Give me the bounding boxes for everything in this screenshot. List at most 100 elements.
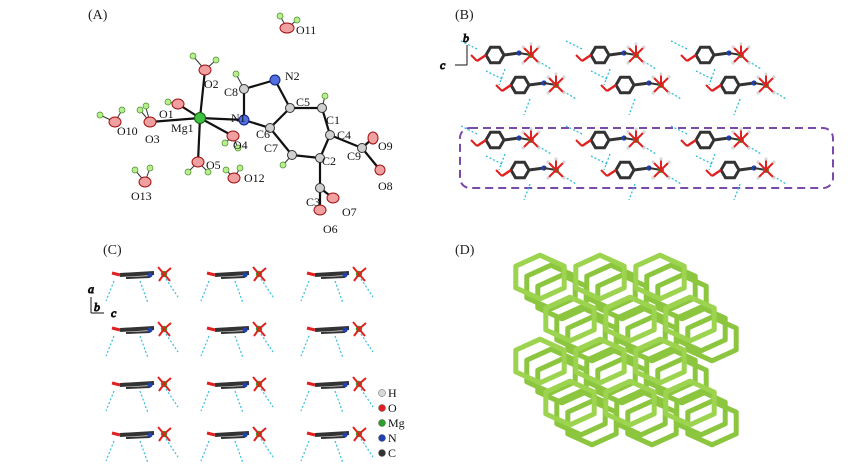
net-cell — [573, 252, 627, 302]
net-cell — [633, 336, 687, 386]
molecule-unit — [590, 70, 682, 116]
net-cell — [554, 388, 608, 438]
legend-label: Mg — [388, 416, 405, 430]
molecule-unit — [460, 125, 552, 171]
layer-unit — [105, 321, 179, 359]
atom-label-c7: C7 — [264, 141, 278, 155]
legend-label: N — [388, 431, 397, 445]
net-cell — [513, 252, 567, 302]
atom-label-o7: O7 — [342, 205, 357, 219]
molecule-unit — [565, 40, 657, 86]
net-cell — [524, 346, 578, 396]
legend-marker — [378, 419, 386, 427]
net-cell — [674, 304, 728, 354]
molecule-unit — [670, 125, 762, 171]
axis-c-label: c — [440, 58, 446, 72]
ortep-structure: O11 O2 C8 N2 C5 O1 N1 C1 O10 Mg1 C6 C4 O… — [96, 12, 393, 235]
topology-net — [513, 252, 739, 448]
atom-label-o13: O13 — [131, 189, 152, 203]
net-cell — [644, 346, 698, 396]
panel-a-label: (A) — [88, 8, 108, 23]
atom-label-o12: O12 — [244, 171, 265, 185]
atom-label-o1: O1 — [159, 107, 174, 121]
legend-marker — [378, 434, 386, 442]
atom-label-o4: O4 — [233, 138, 248, 152]
layer-unit — [200, 426, 274, 464]
net-cell — [663, 378, 717, 428]
atom-label-c8: C8 — [224, 85, 238, 99]
panel-d: (D) — [425, 235, 850, 469]
net-cell — [603, 378, 657, 428]
net-cell — [685, 314, 739, 364]
net-cell — [685, 398, 739, 448]
packing-view-b: b c — [440, 31, 834, 201]
layer-unit — [200, 321, 274, 359]
atom-label-c9: C9 — [347, 149, 361, 163]
net-cell — [584, 346, 638, 396]
net-cell — [644, 262, 698, 312]
atom-label-mg1: Mg1 — [171, 121, 194, 135]
layer-unit — [200, 266, 274, 304]
legend-marker — [378, 389, 386, 397]
molecule-unit — [460, 40, 552, 86]
atom-label-o6: O6 — [323, 222, 338, 235]
panel-b: (B) b c — [425, 0, 850, 235]
axis-c-label-c: c — [111, 306, 117, 320]
atom-label-c4: C4 — [337, 128, 351, 142]
net-cell — [614, 388, 668, 438]
atom-label-o9: O9 — [378, 139, 393, 153]
net-cell — [674, 388, 728, 438]
molecule-unit — [695, 155, 787, 201]
net-layer — [513, 252, 717, 428]
layer-unit — [300, 426, 374, 464]
net-cell — [603, 294, 657, 344]
atom-label-o11: O11 — [296, 23, 316, 37]
panel-b-label: (B) — [455, 8, 474, 23]
net-cell — [584, 262, 638, 312]
atom-label-c5: C5 — [296, 95, 310, 109]
layer-unit — [300, 266, 374, 304]
axis-b-label: b — [463, 31, 469, 45]
net-cell — [513, 336, 567, 386]
panel-c-label: (C) — [103, 243, 122, 258]
legend-label: H — [388, 386, 397, 400]
net-cell — [573, 336, 627, 386]
atom-label-o3: O3 — [145, 132, 160, 146]
atom-label-o10: O10 — [117, 124, 138, 138]
atom-label-c3: C3 — [306, 195, 320, 209]
molecule-unit — [565, 125, 657, 171]
net-cell — [524, 262, 578, 312]
axis-b-label-c: b — [94, 300, 100, 314]
atom-label-c2: C2 — [322, 154, 336, 168]
panel-a: (A) — [0, 0, 425, 235]
layer-highlight-frame — [459, 127, 834, 189]
net-cell — [543, 378, 597, 428]
layer-unit — [105, 426, 179, 464]
layer-unit — [300, 376, 374, 414]
molecule-unit — [485, 155, 577, 201]
layer-unit — [200, 376, 274, 414]
layer-unit — [105, 266, 179, 304]
net-cell — [554, 304, 608, 354]
net-cell — [655, 272, 709, 322]
atom-label-c6: C6 — [256, 127, 270, 141]
molecule-unit — [695, 70, 787, 116]
axis-a-label: a — [88, 282, 94, 296]
axis-indicator-c: a b c — [88, 282, 118, 321]
legend-marker — [378, 404, 386, 412]
legend-label: C — [388, 446, 396, 460]
atom-label-o8: O8 — [378, 179, 393, 193]
atom-label-n2: N2 — [285, 69, 300, 83]
atom-label-c1: C1 — [326, 113, 340, 127]
molecule-unit — [590, 155, 682, 201]
atom-label-n1: N1 — [231, 111, 246, 125]
net-cell — [655, 356, 709, 406]
molecule-unit — [670, 40, 762, 86]
layer-unit — [105, 376, 179, 414]
net-cell — [633, 252, 687, 302]
axis-indicator-b: b c — [440, 31, 470, 73]
net-cell — [614, 304, 668, 354]
